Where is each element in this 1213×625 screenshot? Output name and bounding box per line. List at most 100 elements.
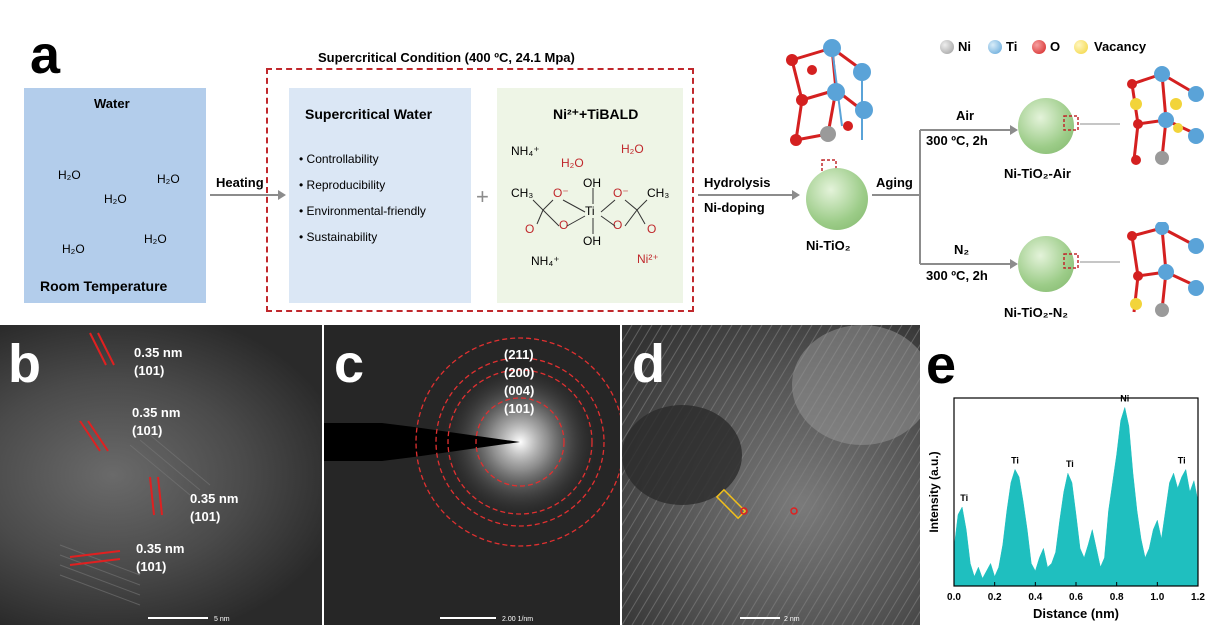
n2-label: N₂	[954, 242, 970, 257]
plane-label: (101)	[134, 363, 165, 378]
n2-zoom-box	[1063, 253, 1120, 269]
o-bottom-right: O	[647, 222, 657, 236]
ch3-left: CH₃	[511, 186, 534, 200]
air-crystal-structure-icon	[1127, 66, 1204, 165]
supercritical-water-box: Supercritical Water • Controllability • …	[289, 88, 471, 303]
x-tick-label: 0.4	[1028, 592, 1042, 603]
x-tick-label: 0.2	[988, 592, 1002, 603]
h2o-label: H₂O	[621, 142, 644, 156]
ni2-label: Ni²⁺	[637, 252, 659, 266]
aging-branch-arrows	[872, 125, 1018, 269]
crystal-structure-icon	[786, 39, 873, 146]
plus-sign: +	[476, 184, 489, 209]
oh-top: OH	[583, 176, 601, 190]
heating-arrow	[210, 190, 286, 200]
panel-d-label: d	[632, 334, 665, 394]
ni-tibald-title: Ni²⁺+TiBALD	[553, 106, 639, 122]
aging-label: Aging	[876, 175, 913, 190]
air-zoom-box	[1063, 115, 1120, 131]
x-axis-label: Distance (nm)	[1033, 606, 1119, 621]
scw-bullet: • Reproducibility	[299, 178, 386, 192]
scw-bullet: • Environmental-friendly	[299, 204, 426, 218]
hydrolysis-arrow	[698, 190, 800, 200]
panel-a-label: a	[30, 25, 61, 85]
h2o-label: H₂O	[561, 156, 584, 170]
ni-atom-icon	[940, 40, 954, 54]
water-title: Water	[94, 96, 130, 111]
oh-bottom: OH	[583, 234, 601, 248]
hrtem-lattice	[622, 325, 920, 625]
panel-c-scale-bar	[440, 617, 496, 619]
panel-c-label: c	[334, 334, 365, 394]
hydrolysis-label: Hydrolysis	[704, 175, 771, 190]
scw-title: Supercritical Water	[305, 106, 433, 122]
panel-b-tem-image: b 0.35 nm (101) 0.35 nm (101) 0.35 nm (1…	[0, 325, 322, 625]
ni-tibald-box: Ni²⁺+TiBALD NH₄⁺ H₂O H₂O CH₃ CH₃ O⁻ O⁻ O…	[497, 88, 683, 303]
ti-atom-icon	[988, 40, 1002, 54]
o-minus-right: O⁻	[613, 186, 629, 200]
water-box: Water H₂O H₂O H₂O H₂O H₂O Room Temperatu…	[24, 88, 206, 303]
x-tick-label: 1.0	[1150, 592, 1164, 603]
plane-label: (101)	[132, 423, 163, 438]
scw-bullet: • Sustainability	[299, 230, 378, 244]
legend-vacancy: Vacancy	[1094, 39, 1147, 54]
ring-label: (211)	[504, 347, 534, 362]
o-right: O	[613, 218, 623, 232]
o-atom-icon	[1032, 40, 1046, 54]
air-label: Air	[956, 108, 975, 123]
panel-e-label: e	[926, 335, 957, 395]
scw-bullet: • Controllability	[299, 152, 379, 166]
o-bottom-left: O	[525, 222, 535, 236]
o-minus-left: O⁻	[553, 186, 569, 200]
air-product-label: Ni-TiO₂-Air	[1004, 166, 1071, 181]
spacing-label: 0.35 nm	[190, 491, 239, 506]
ring-label: (004)	[504, 383, 535, 398]
x-tick-label: 0.6	[1069, 592, 1083, 603]
ring-label: (200)	[504, 365, 535, 380]
spacing-label: 0.35 nm	[134, 345, 183, 360]
peak-label: Ti	[1011, 455, 1019, 465]
air-condition: 300 ºC, 2h	[926, 133, 988, 148]
water-molecule: H₂O	[144, 232, 167, 246]
water-molecule: H₂O	[58, 168, 81, 182]
n2-condition: 300 ºC, 2h	[926, 268, 988, 283]
panel-c-scale-label: 2.00 1/nm	[502, 616, 534, 623]
peak-label: Ni	[1120, 393, 1129, 403]
product-label: Ni-TiO₂	[806, 238, 851, 253]
intensity-area	[953, 406, 1199, 587]
legend-o: O	[1050, 39, 1061, 54]
legend-ti: Ti	[1006, 39, 1018, 54]
water-molecule: H₂O	[62, 242, 85, 256]
peak-label: Ti	[1066, 459, 1074, 469]
x-tick-label: 0.8	[1110, 592, 1124, 603]
heating-label: Heating	[216, 175, 264, 190]
ch3-right: CH₃	[647, 186, 670, 200]
spacing-label: 0.35 nm	[136, 541, 185, 556]
panel-d-scale-label: 2 nm	[784, 616, 800, 623]
plane-label: (101)	[190, 509, 221, 524]
legend-ni: Ni	[958, 39, 971, 54]
n2-product-label: Ni-TiO₂-N₂	[1004, 305, 1069, 320]
water-molecule: H₂O	[104, 192, 127, 206]
panel-c-saed-image: c (211) (200) (004) (101) 2.00 1/nm	[324, 325, 620, 625]
o-left: O	[559, 218, 569, 232]
ring-label: (101)	[504, 401, 535, 416]
ni-tio2-sphere	[806, 168, 868, 230]
nh4-bottom: NH₄⁺	[531, 254, 560, 268]
nidoping-label: Ni-doping	[704, 200, 765, 215]
vacancy-icon	[1074, 40, 1088, 54]
panel-b-scale-bar	[148, 617, 208, 619]
plane-label: (101)	[136, 559, 167, 574]
nh4-top: NH₄⁺	[511, 144, 540, 158]
x-tick-label: 1.2	[1191, 592, 1205, 603]
peak-label: Ti	[960, 493, 968, 503]
x-tick-label: 0.0	[947, 592, 961, 603]
y-axis-label: Intensity (a.u.)	[927, 451, 941, 532]
water-footer: Room Temperature	[40, 278, 168, 294]
n2-crystal-structure-icon	[1127, 222, 1204, 317]
diffraction-rings	[324, 337, 620, 547]
spacing-label: 0.35 nm	[132, 405, 181, 420]
tibald-bonds	[532, 188, 648, 234]
panel-b-label: b	[8, 334, 41, 394]
